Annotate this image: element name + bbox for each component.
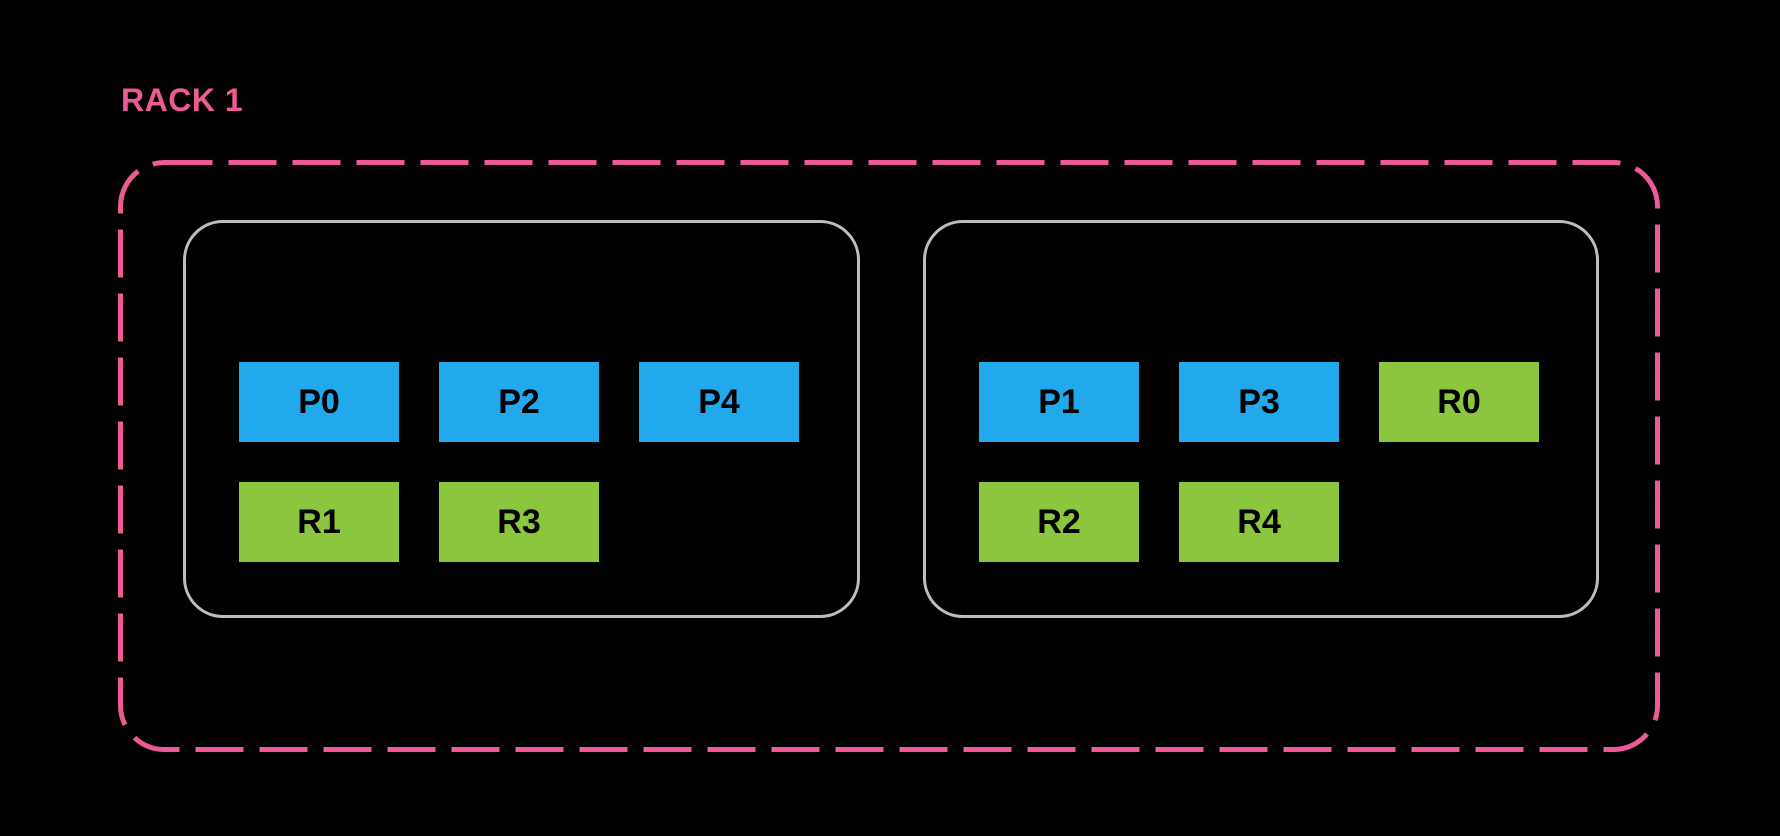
node-2: P1 P3 R0 R2 R4 <box>923 220 1599 618</box>
node-1-box-grid: P0 P2 P4 R1 R3 <box>239 362 799 562</box>
box-r3: R3 <box>439 482 599 562</box>
box-r4: R4 <box>1179 482 1339 562</box>
box-p2: P2 <box>439 362 599 442</box>
rack-dashed-outline <box>118 160 1660 752</box>
box-r2: R2 <box>979 482 1139 562</box>
box-p1: P1 <box>979 362 1139 442</box>
box-r1: R1 <box>239 482 399 562</box>
box-p4: P4 <box>639 362 799 442</box>
box-p0: P0 <box>239 362 399 442</box>
box-p3: P3 <box>1179 362 1339 442</box>
box-r0: R0 <box>1379 362 1539 442</box>
rack-title: RACK 1 <box>121 82 244 118</box>
node-2-box-grid: P1 P3 R0 R2 R4 <box>979 362 1539 562</box>
node-1: P0 P2 P4 R1 R3 <box>183 220 860 618</box>
